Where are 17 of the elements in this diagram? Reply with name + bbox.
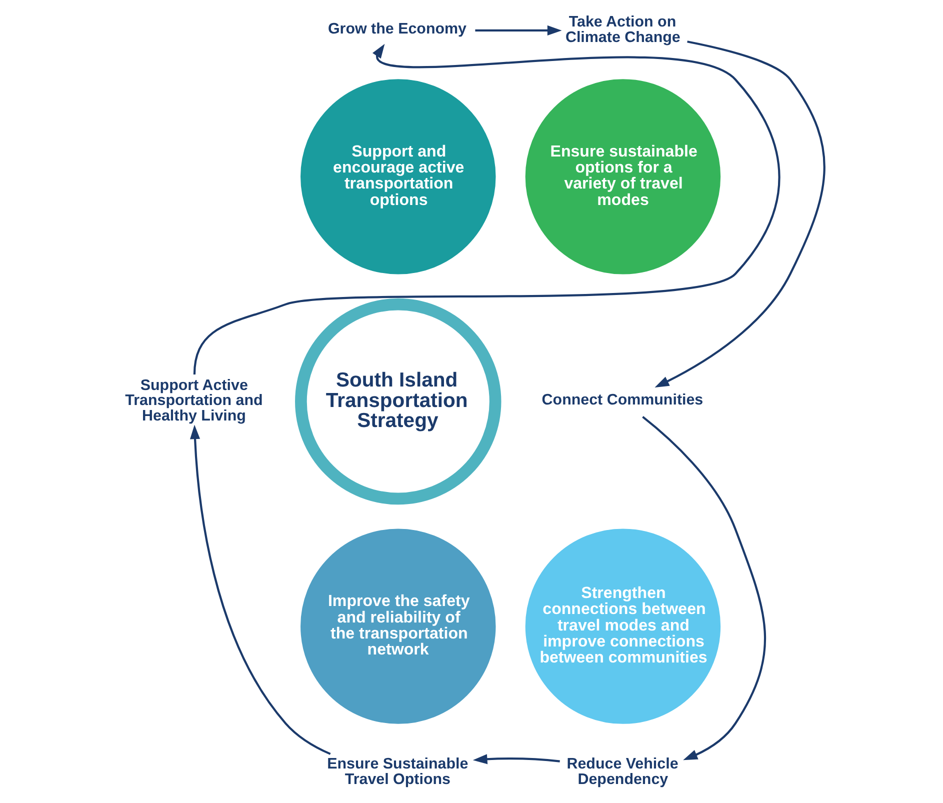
node-text: Grow the Economy bbox=[328, 20, 467, 38]
arrow bbox=[654, 40, 826, 388]
arrow bbox=[190, 424, 331, 755]
node-circle: Strengthen connections between travel modes and improve connections between communities bbox=[525, 528, 721, 724]
node-text: Support Active Transportation and Healthy Living bbox=[125, 377, 263, 424]
node-circle: South Island Transportation Strategy bbox=[295, 298, 502, 505]
node-circle: Support and encourage active transportation options bbox=[300, 79, 496, 274]
arrow bbox=[475, 25, 562, 36]
arrow bbox=[642, 416, 766, 760]
node-text: Take Action on Climate Change bbox=[565, 14, 680, 46]
node-circle: Improve the safety and reliability of the transportation network bbox=[300, 528, 496, 724]
arrow bbox=[472, 754, 560, 764]
node-text: Ensure Sustainable Travel Options bbox=[327, 756, 468, 788]
node-text: Reduce Vehicle Dependency bbox=[566, 756, 678, 788]
node-text: Connect Communities bbox=[542, 391, 704, 408]
arrow bbox=[193, 44, 780, 375]
node-circle: Ensure sustainable options for a variety of travel modes bbox=[525, 79, 721, 274]
